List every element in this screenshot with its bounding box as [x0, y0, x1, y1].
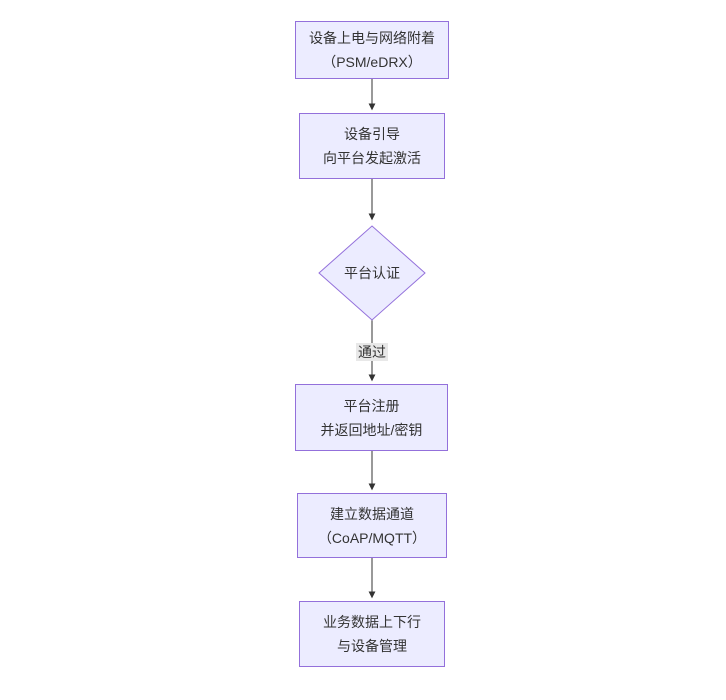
node-bootstrap: 设备引导 向平台发起激活 [299, 113, 445, 179]
node-business-data-line2: 与设备管理 [337, 638, 407, 654]
node-platform-register-line1: 平台注册 [343, 397, 400, 414]
node-platform-auth-diamond [318, 225, 426, 321]
node-business-data-line1: 业务数据上下行 [323, 614, 421, 630]
node-data-channel: 建立数据通道 （CoAP/MQTT） [297, 493, 447, 558]
node-platform-register-line2: 并返回地址/密钥 [320, 421, 423, 438]
node-power-attach-line1: 设备上电与网络附着 [309, 30, 435, 46]
node-data-channel-line1: 建立数据通道 [330, 505, 414, 522]
node-business-data: 业务数据上下行 与设备管理 [299, 601, 445, 667]
node-bootstrap-line1: 设备引导 [344, 126, 400, 142]
node-platform-register: 平台注册 并返回地址/密钥 [295, 384, 448, 451]
node-power-attach: 设备上电与网络附着 （PSM/eDRX） [295, 21, 449, 79]
node-bootstrap-line2: 向平台发起激活 [323, 150, 421, 166]
node-data-channel-line2: （CoAP/MQTT） [317, 529, 427, 546]
node-power-attach-line2: （PSM/eDRX） [322, 54, 422, 70]
node-platform-auth-label: 平台认证 [344, 265, 400, 281]
edge-label-pass: 通过 [356, 343, 388, 361]
